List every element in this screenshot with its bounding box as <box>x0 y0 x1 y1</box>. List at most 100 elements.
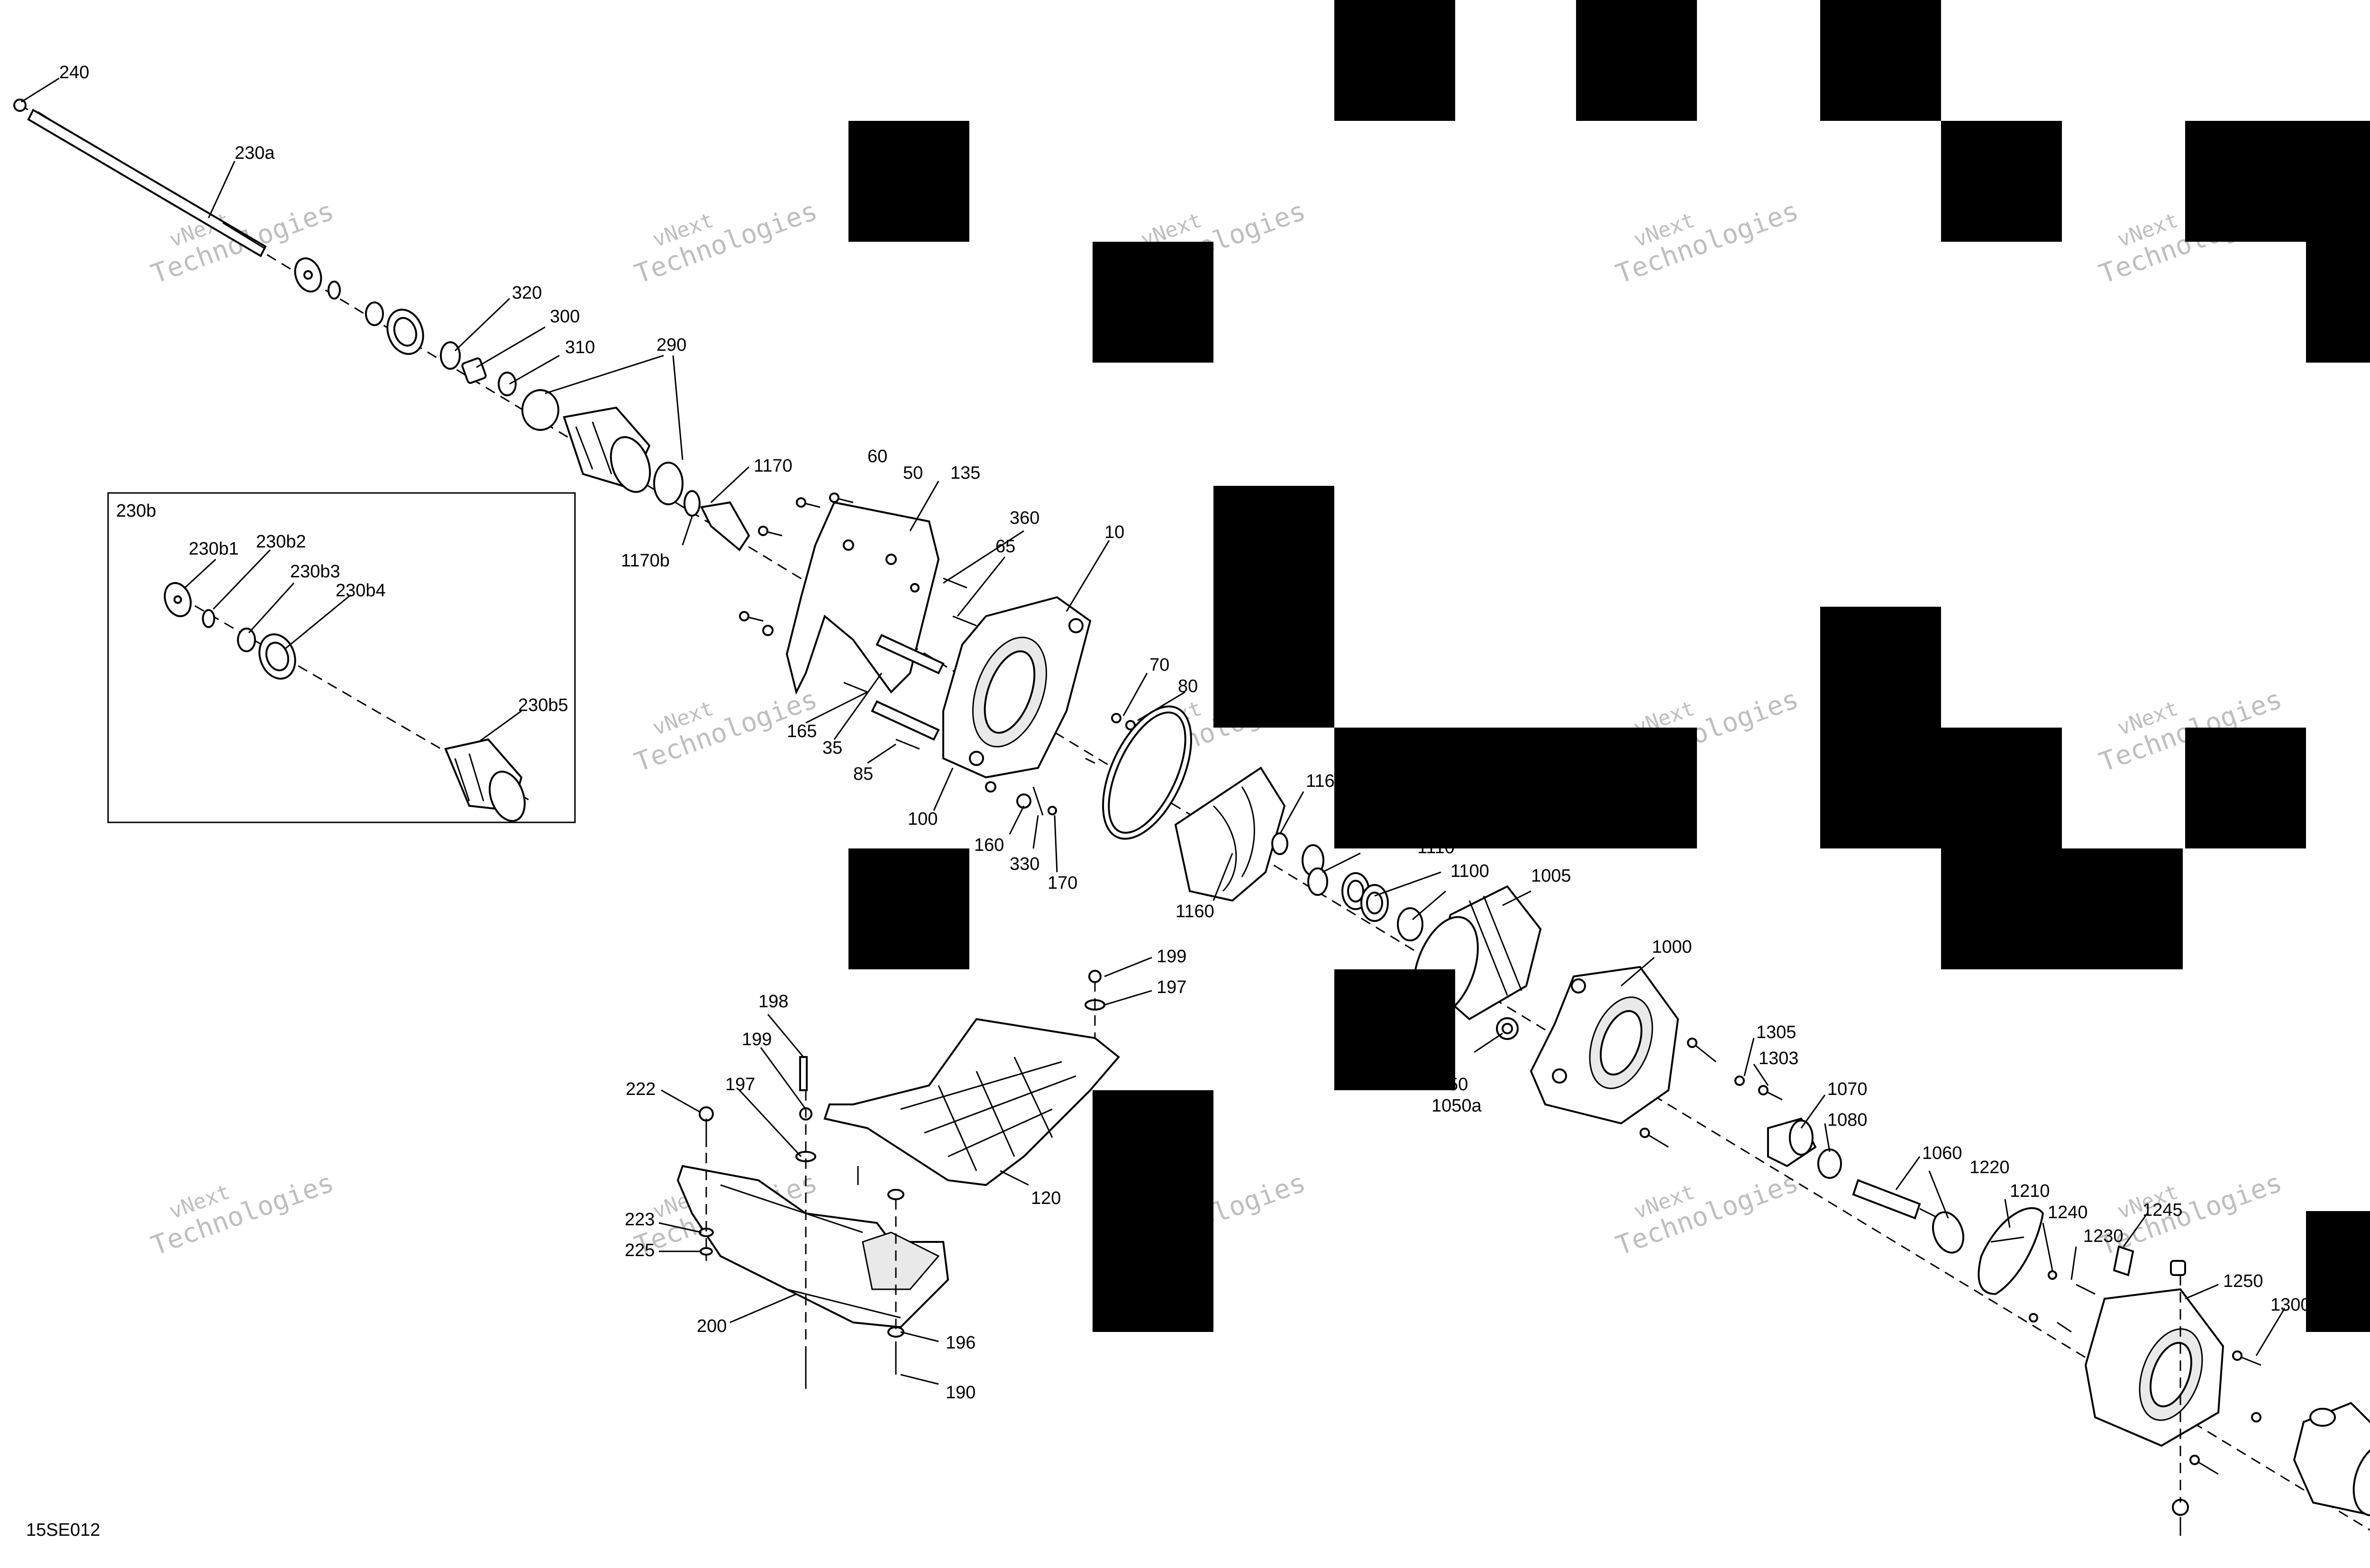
callout-1170: 1170 <box>754 456 793 476</box>
screw-part <box>895 738 920 750</box>
cone-part <box>1978 1207 2044 1295</box>
callout-160: 160 <box>974 835 1004 855</box>
watermark: vNext Technologies <box>1612 1167 1803 1261</box>
o-ring-part <box>1397 907 1423 941</box>
callout-330: 330 <box>1010 854 1039 874</box>
washer-part <box>700 1247 713 1256</box>
nut-part <box>2170 1260 2186 1276</box>
inset-carrier-part <box>258 633 296 680</box>
callout-135: 135 <box>950 463 980 483</box>
clamp-part <box>521 389 559 431</box>
washer-part <box>2251 1412 2261 1422</box>
callout-310: 310 <box>565 337 595 357</box>
callout-70: 70 <box>1149 655 1169 675</box>
callout-116: 116 <box>1306 771 1335 791</box>
bolt-part <box>758 526 783 537</box>
nozzle-part <box>2293 1402 2370 1517</box>
callout-1160: 1160 <box>1176 902 1214 921</box>
stud-part <box>799 1056 808 1091</box>
pin-part <box>1085 757 1095 764</box>
callout-1305: 1305 <box>1756 1022 1796 1042</box>
nut-part <box>461 357 487 384</box>
callout-199-lower: 199 <box>742 1030 772 1049</box>
washer-part <box>1048 806 1057 815</box>
callout-80: 80 <box>1178 676 1198 696</box>
clip-part <box>1307 867 1328 896</box>
inset-ring-part <box>237 628 256 652</box>
callout-1080: 1080 <box>1827 1110 1868 1130</box>
callout-230b4: 230b4 <box>336 581 386 601</box>
callout-1050a: 1050a <box>1431 1096 1482 1116</box>
callout-1303: 1303 <box>1759 1048 1799 1068</box>
callout-60: 60 <box>867 447 887 466</box>
bolt-part <box>739 611 764 622</box>
watermark: vNext Technologies <box>147 1167 338 1261</box>
callout-198: 198 <box>758 992 788 1012</box>
washer-part <box>2048 1270 2057 1280</box>
watermark: vNext Technologies <box>1612 195 1803 290</box>
clamp-part <box>653 462 684 505</box>
callout-230b3: 230b3 <box>290 562 340 582</box>
bolt-part <box>2076 1284 2096 1295</box>
pin-part <box>952 615 977 627</box>
ride-plate-part <box>676 1165 949 1329</box>
callout-labels: 240 230a 320 300 310 290 1170 1170b 60 5… <box>59 63 2311 1403</box>
callout-190: 190 <box>946 1383 975 1403</box>
callout-65: 65 <box>995 537 1015 556</box>
callout-200: 200 <box>697 1316 727 1336</box>
callout-225: 225 <box>625 1240 655 1260</box>
leader-lines <box>21 77 2286 1385</box>
stud-part <box>871 700 940 741</box>
bolt-part <box>1687 1038 1716 1063</box>
inset-title: 230b <box>116 501 156 521</box>
callout-197: 197 <box>1157 977 1186 997</box>
shaft-clip-part <box>328 281 341 300</box>
washer-part <box>2029 1313 2038 1322</box>
washer-part <box>887 1189 904 1200</box>
nut-part <box>1088 970 1102 983</box>
callout-1000: 1000 <box>1652 937 1692 957</box>
pin-part <box>943 577 967 589</box>
o-ring-part <box>1271 832 1288 855</box>
washer-part <box>1111 713 1121 723</box>
o-ring-part <box>1102 705 1192 840</box>
bearing-part <box>1360 884 1389 922</box>
seal-ring-part <box>684 490 701 517</box>
drive-shaft-part <box>13 99 267 257</box>
callout-1100: 1100 <box>1450 861 1489 881</box>
boot-bellows-part <box>563 406 651 493</box>
callout-1005: 1005 <box>1531 866 1571 886</box>
callout-230b2: 230b2 <box>256 532 306 552</box>
bolt-part <box>2189 1455 2219 1475</box>
callout-10: 10 <box>1104 522 1124 542</box>
callout-1170b: 1170b <box>621 551 670 571</box>
callout-1070: 1070 <box>1827 1079 1868 1099</box>
collar-part <box>498 372 517 396</box>
inset-clip-part <box>202 609 215 628</box>
callout-222: 222 <box>626 1079 656 1099</box>
inset-230b: 230b 230b1 230b2 230b3 230b4 230b5 <box>107 492 576 823</box>
washer-part <box>985 781 996 793</box>
stator-housing-part <box>1530 966 1679 1125</box>
bolt-part <box>2232 1350 2261 1366</box>
bolt-part <box>1640 1128 1669 1148</box>
stud-part <box>875 634 945 675</box>
callout-230b5: 230b5 <box>518 695 568 715</box>
bolt-part <box>1032 786 1044 816</box>
washer-part <box>1734 1076 1745 1086</box>
inset-washer-part <box>164 582 192 617</box>
boot-cone-part <box>700 501 750 551</box>
callout-1250: 1250 <box>2223 1271 2263 1291</box>
callout-50: 50 <box>903 463 923 483</box>
callout-230a: 230a <box>235 143 275 163</box>
callout-1245: 1245 <box>2142 1200 2183 1220</box>
screw-part <box>843 682 868 693</box>
bolt-part <box>796 497 820 508</box>
bolt-part <box>829 492 854 503</box>
watermark: vNext Technologies <box>631 684 821 778</box>
fitting-part <box>2113 1245 2134 1276</box>
callout-290: 290 <box>656 335 686 355</box>
nut-part <box>1817 1149 1842 1179</box>
watermark: vNext Technologies <box>631 195 821 290</box>
